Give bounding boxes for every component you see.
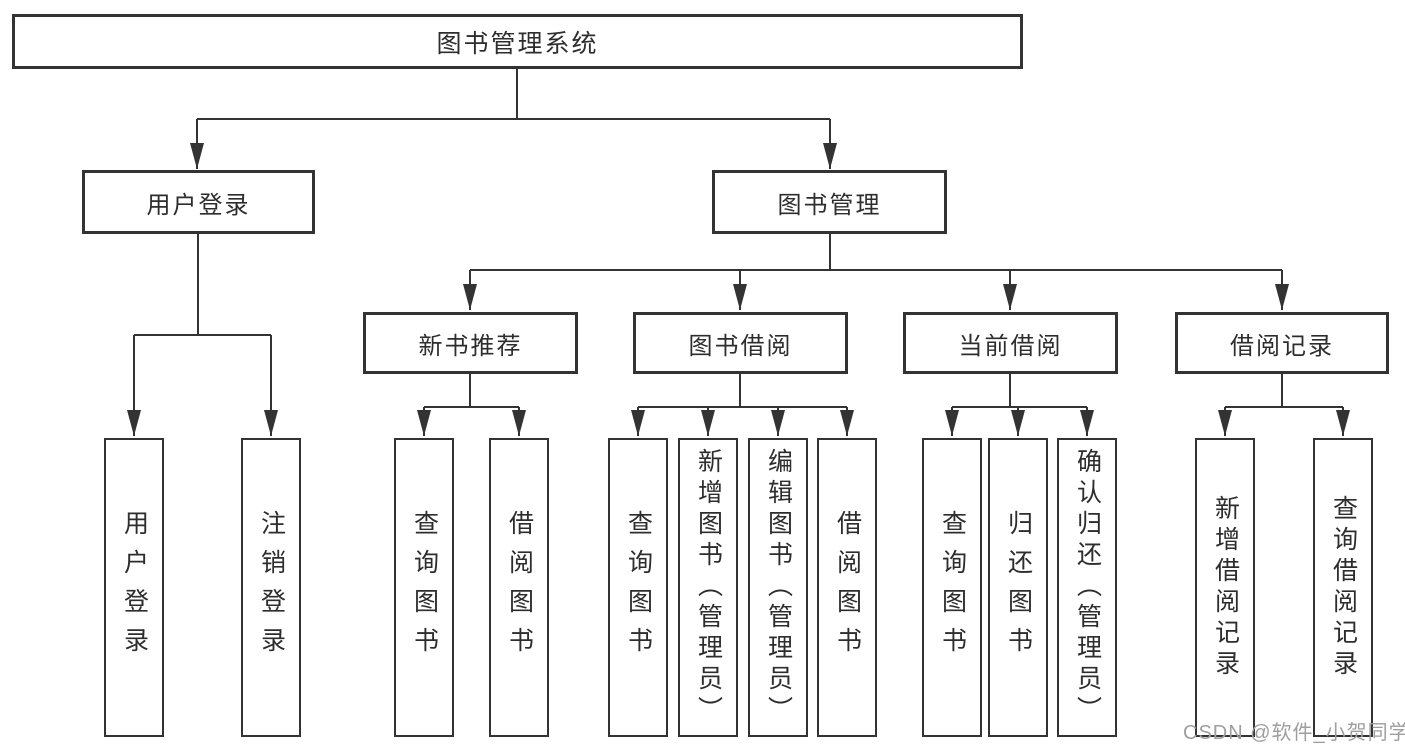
- node-user-login: 用户登录: [82, 170, 315, 234]
- node-label: 编辑图书（管理员）: [764, 448, 793, 727]
- node-label: 查询图书: [410, 509, 439, 666]
- node-new-book-recommend: 新书推荐: [363, 312, 578, 374]
- node-leaf-return-books: 归还图书: [988, 438, 1048, 737]
- csdn-watermark: CSDN @软件_小贺同学: [1183, 722, 1405, 744]
- node-leaf-confirm-return-admin: 确认归还（管理员）: [1057, 438, 1117, 737]
- node-label: 用户登录: [146, 191, 251, 219]
- node-current-borrow: 当前借阅: [903, 312, 1118, 374]
- node-leaf-add-books-admin: 新增图书（管理员）: [678, 438, 738, 737]
- node-label: 图书管理系统: [436, 29, 599, 58]
- node-label: 确认归还（管理员）: [1073, 448, 1102, 727]
- node-label: 借阅记录: [1230, 332, 1334, 360]
- node-label: 图书管理: [777, 191, 882, 219]
- node-label: 用户登录: [120, 509, 149, 666]
- node-leaf-add-borrow-record: 新增借阅记录: [1195, 438, 1255, 737]
- connector-new-book-rec-children: [417, 374, 526, 436]
- node-leaf-edit-books-admin: 编辑图书（管理员）: [748, 438, 808, 737]
- node-leaf-query-books-cb: 查询图书: [922, 438, 982, 737]
- node-label: 图书借阅: [688, 332, 793, 360]
- node-label: 借阅图书: [505, 509, 534, 666]
- node-label: 查询借阅记录: [1329, 494, 1358, 681]
- node-label: 注销登录: [257, 509, 286, 666]
- node-borrow-records: 借阅记录: [1175, 312, 1389, 374]
- node-leaf-borrow-books-rec: 借阅图书: [489, 438, 549, 737]
- connector-current-borrow-children: [945, 374, 1094, 436]
- connector-borrow-records-children: [1218, 374, 1350, 436]
- connector-book-mgmt-children: [463, 234, 1289, 310]
- node-leaf-borrow-books-bb: 借阅图书: [817, 438, 877, 737]
- node-label: 查询图书: [938, 509, 967, 666]
- connector-book-borrow-children: [631, 374, 854, 436]
- connector-root-to-level2: [190, 69, 837, 169]
- node-leaf-query-books-rec: 查询图书: [394, 438, 454, 737]
- node-label: 新书推荐: [418, 332, 523, 360]
- node-label: 查询图书: [624, 509, 653, 666]
- node-label: 新增图书（管理员）: [694, 448, 723, 727]
- node-label: 新增借阅记录: [1211, 494, 1240, 681]
- node-leaf-logout: 注销登录: [241, 438, 301, 737]
- node-leaf-query-books-bb: 查询图书: [608, 438, 668, 737]
- node-leaf-query-borrow-record: 查询借阅记录: [1313, 438, 1373, 737]
- node-label: 借阅图书: [833, 509, 862, 666]
- node-book-borrow: 图书借阅: [633, 312, 848, 374]
- node-label: 归还图书: [1004, 509, 1033, 666]
- node-book-management: 图书管理: [712, 170, 947, 234]
- node-library-system: 图书管理系统: [12, 14, 1023, 69]
- node-leaf-user-login: 用户登录: [104, 438, 164, 737]
- node-label: 当前借阅: [958, 332, 1063, 360]
- connector-user-login-children: [127, 234, 278, 436]
